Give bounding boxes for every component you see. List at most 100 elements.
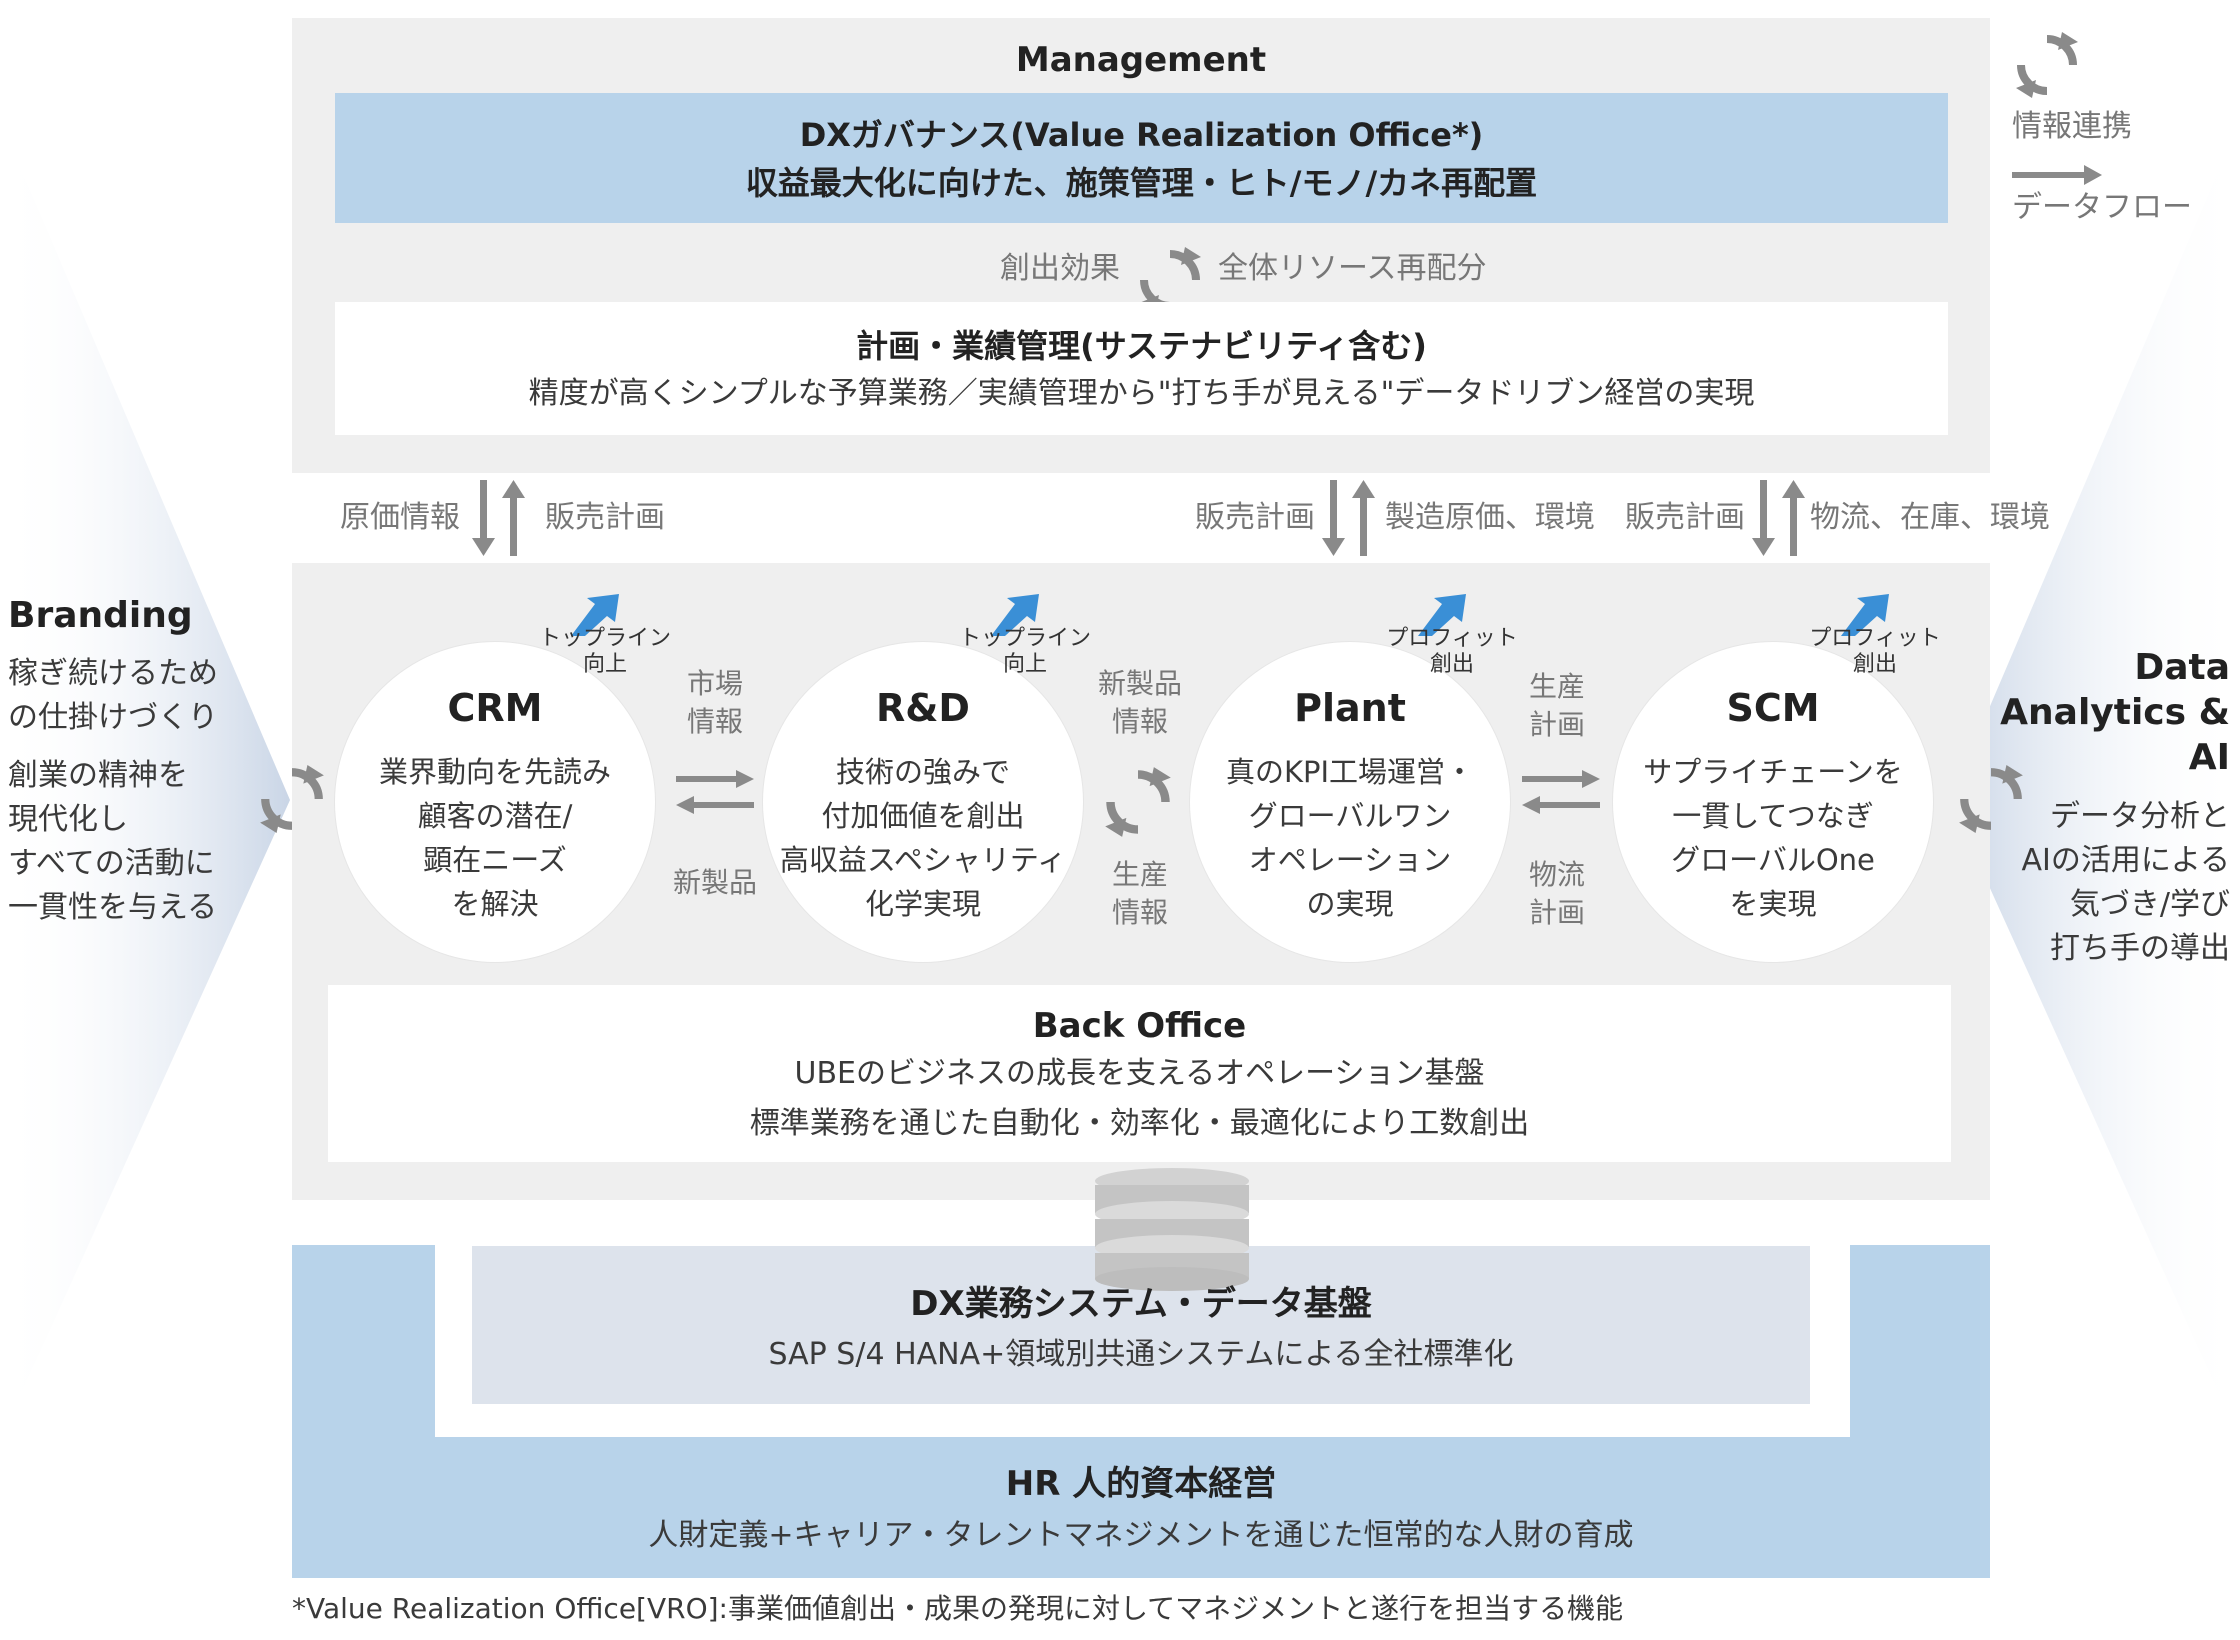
analytics-title: Data Analytics & AI: [1980, 645, 2230, 780]
branding-line: 現代化し: [8, 802, 128, 837]
flow1-right-label: 販売計画: [545, 500, 665, 535]
crm-badge-line2: 向上: [582, 652, 627, 677]
analytics-line: データ分析と: [2050, 799, 2230, 834]
flow3-arrows: [1752, 480, 1805, 556]
rnd-badge-line2: 向上: [1002, 652, 1047, 677]
branding-line: 一貫性を与える: [8, 890, 218, 925]
analytics-line: AIの活用による: [2021, 843, 2230, 878]
dx-governance-subtitle: 収益最大化に向けた、施策管理・ヒト/モノ/カネ再配置: [745, 164, 1538, 202]
growth-arrow-icon: [1418, 594, 1466, 636]
branding-line: の仕掛けづくり: [8, 700, 218, 735]
data-flow-arrow-icon: [2012, 165, 2102, 185]
dx-governance-box: [335, 93, 1948, 223]
analytics-text: データ分析と AIの活用による 気づき/学び 打ち手の導出: [1990, 795, 2230, 971]
production-info-line: 情報: [1111, 896, 1168, 929]
legend-info-link: 情報連携: [2012, 109, 2132, 144]
flow3-right-label: 物流、在庫、環境: [1810, 500, 2050, 535]
scm-badge: プロフィット創出: [1805, 592, 1945, 677]
plant-title: Plant: [1294, 686, 1406, 730]
footnote: *Value Realization Office[VRO]:事業価値創出・成果…: [292, 1592, 1624, 1625]
crm-badge: トップライン向上: [535, 592, 675, 677]
new-product-info-line: 新製品: [1097, 667, 1182, 700]
reallocation-label: 全体リソース再配分: [1218, 251, 1487, 286]
production-plan-line: 生産: [1528, 670, 1585, 703]
scm-desc-line: サプライチェーンを: [1643, 755, 1903, 789]
legend-data-flow: データフロー: [2012, 190, 2192, 225]
crm-desc-line: 顕在ニーズ: [423, 843, 567, 877]
rnd-badge-line1: トップライン: [958, 626, 1091, 651]
back-office-line: UBEのビジネスの成長を支えるオペレーション基盤: [794, 1056, 1485, 1091]
analytics-line: 打ち手の導出: [2050, 931, 2230, 966]
back-office-box: [328, 985, 1951, 1162]
analytics-title-line: Data: [2134, 647, 2230, 688]
growth-arrow-icon: [571, 594, 619, 636]
logistics-plan-line: 物流: [1528, 858, 1585, 891]
crm-circle: CRM 業界動向を先読み 顧客の潜在/ 顕在ニーズ を解決: [335, 642, 655, 962]
market-info-line: 情報: [686, 705, 743, 738]
flow2-arrows: [1322, 480, 1375, 556]
dx-platform-title: DX業務システム・データ基盤: [910, 1284, 1372, 1324]
database-icon: [1095, 1168, 1249, 1291]
plant-scm-arrows: [1522, 770, 1600, 814]
crm-desc-line: 顧客の潜在/: [417, 799, 573, 833]
new-product-info-line: 情報: [1111, 705, 1168, 738]
branding-line: 創業の精神を: [8, 758, 188, 793]
growth-arrow-icon: [991, 594, 1039, 636]
crm-desc-line: 業界動向を先読み: [378, 755, 611, 789]
market-info-label: 市場 情報: [660, 665, 770, 741]
rnd-badge: トップライン向上: [955, 592, 1095, 677]
production-plan-label: 生産 計画: [1502, 668, 1612, 744]
flow1-left-label: 原価情報: [340, 500, 460, 535]
rnd-desc-line: 技術の強みで: [835, 755, 1010, 789]
hr-subtitle: 人財定義+キャリア・タレントマネジメントを通じた恒常的な人財の育成: [648, 1518, 1634, 1553]
logistics-plan-line: 計画: [1528, 896, 1585, 929]
scm-title: SCM: [1726, 686, 1820, 730]
growth-arrow-icon: [1841, 594, 1889, 636]
new-product-info-label: 新製品 情報: [1085, 665, 1195, 741]
plant-badge-line1: プロフィット: [1386, 626, 1518, 651]
scm-badge-line1: プロフィット: [1809, 626, 1941, 651]
plant-desc-line: の実現: [1306, 887, 1394, 921]
rnd-title: R&D: [876, 686, 970, 730]
branding-text: 稼ぎ続けるため の仕掛けづくり 創業の精神を 現代化し すべての活動に 一貫性を…: [8, 652, 248, 930]
flow1-arrows: [472, 480, 525, 556]
scm-desc-line: 一貫してつなぎ: [1672, 799, 1874, 833]
flow3-left-label: 販売計画: [1625, 500, 1745, 535]
effect-label: 創出効果: [1000, 251, 1120, 286]
new-product-label: 新製品: [672, 866, 757, 899]
scm-circle: SCM サプライチェーンを 一貫してつなぎ グローバルOne を実現: [1613, 642, 1933, 962]
production-info-line: 生産: [1111, 858, 1168, 891]
analytics-title-line: AI: [2188, 737, 2230, 778]
planning-title: 計画・業績管理(サステナビリティ含む): [856, 327, 1427, 365]
rnd-desc-line: 化学実現: [864, 887, 981, 921]
plant-desc-line: オペレーション: [1248, 843, 1452, 877]
flow2-right-label: 製造原価、環境: [1385, 500, 1595, 535]
management-title: Management: [1015, 40, 1267, 80]
crm-title: CRM: [447, 686, 543, 730]
plant-badge: プロフィット創出: [1382, 592, 1522, 677]
rnd-desc-line: 付加価値を創出: [821, 799, 1025, 833]
branding-cycle-icon: [260, 765, 324, 833]
cycle-icon: [1105, 767, 1171, 837]
analytics-title-line: Analytics &: [2000, 692, 2230, 733]
branding-fan: [0, 120, 290, 1440]
plant-desc-line: 真のKPI工場運営・: [1225, 755, 1475, 789]
analytics-cycle-icon: [1959, 765, 2023, 833]
flow2-left-label: 販売計画: [1195, 500, 1315, 535]
scm-desc-line: グローバルOne: [1671, 843, 1875, 877]
dx-platform-subtitle: SAP S/4 HANA+領域別共通システムによる全社標準化: [768, 1337, 1514, 1372]
logistics-plan-label: 物流 計画: [1502, 856, 1612, 932]
branding-line: すべての活動に: [8, 846, 215, 881]
market-info-line: 市場: [686, 667, 743, 700]
planning-subtitle: 精度が高くシンプルな予算業務／実績管理から"打ち手が見える"データドリブン経営の…: [528, 376, 1755, 411]
crm-badge-line1: トップライン: [538, 626, 671, 651]
plant-badge-line2: 創出: [1429, 652, 1474, 677]
crm-rnd-arrows: [676, 770, 754, 814]
planning-box: [335, 302, 1948, 435]
analytics-line: 気づき/学び: [2069, 887, 2230, 922]
scm-badge-line2: 創出: [1852, 652, 1897, 677]
plant-desc-line: グローバルワン: [1248, 799, 1452, 833]
plant-circle: Plant 真のKPI工場運営・ グローバルワン オペレーション の実現: [1190, 642, 1510, 962]
dx-governance-title: DXガバナンス(Value Realization Office*): [799, 116, 1484, 154]
branding-line: 稼ぎ続けるため: [8, 656, 218, 691]
